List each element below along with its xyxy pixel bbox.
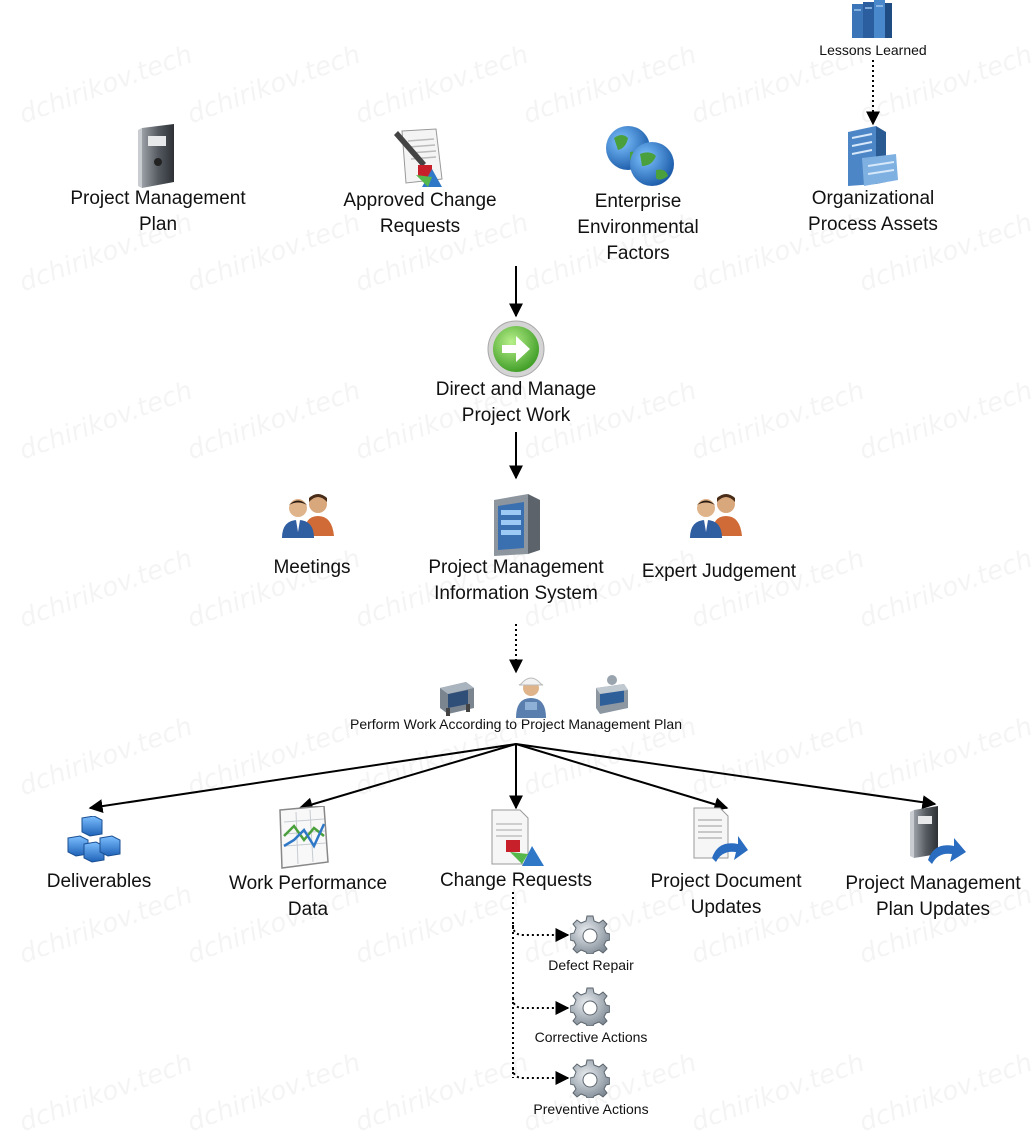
output-work-performance-label: Work Performance Data	[208, 871, 408, 923]
input-eef-label: Enterprise Environmental Factors	[548, 189, 728, 267]
label-line: Project Management	[428, 557, 604, 578]
tool-pmis-label: Project Management Information System	[406, 555, 626, 607]
gear-icon	[570, 915, 610, 954]
arrow-to-preventive	[512, 1067, 570, 1085]
go-arrow-icon	[487, 320, 545, 378]
lessons-learned-label: Lessons Learned	[819, 42, 927, 58]
arrow-to-corrective	[512, 997, 570, 1015]
people-icon	[282, 494, 334, 538]
perform-work-label: Perform Work According to Project Manage…	[349, 716, 682, 732]
output-plan-updates-label: Project Management Plan Updates	[828, 871, 1033, 923]
gear-icon	[570, 987, 610, 1026]
contract-change-icon	[394, 128, 443, 187]
worker-icon	[516, 677, 546, 718]
label-line: Information System	[434, 583, 598, 604]
chart-icon	[279, 806, 329, 869]
arrow-to-defect	[512, 924, 570, 942]
preventive-actions-label: Preventive Actions	[533, 1101, 649, 1117]
label-line: Work Performance	[228, 873, 388, 894]
label-line: Enterprise	[594, 191, 682, 212]
arrow-to-doc-updates	[515, 743, 729, 812]
label-line: Updates	[690, 897, 762, 918]
output-change-requests-label: Change Requests	[439, 870, 593, 891]
label-line: Plan Updates	[875, 899, 991, 920]
label-line: Project Management	[845, 873, 1021, 894]
label-line: Project Management	[70, 188, 246, 209]
arrow-to-plan-updates	[515, 743, 937, 810]
corrective-actions-label: Corrective Actions	[534, 1029, 648, 1045]
defect-repair-label: Defect Repair	[548, 957, 634, 973]
output-doc-updates-label: Project Document Updates	[626, 869, 826, 921]
label-line: Organizational	[811, 188, 935, 209]
gear-icon	[570, 1059, 610, 1098]
input-opa-label: Organizational Process Assets	[783, 186, 963, 238]
label-line: Project Work	[461, 405, 571, 426]
machine-icon	[596, 675, 628, 714]
document-change-icon	[491, 809, 544, 866]
label-line: Direct and Manage	[435, 379, 597, 400]
binder-icon	[138, 124, 174, 188]
process-label: Direct and Manage Project Work	[416, 377, 616, 429]
cubes-icon	[67, 816, 121, 863]
label-line: Approved Change	[343, 190, 497, 211]
label-line: Process Assets	[808, 214, 938, 235]
server-icon	[494, 494, 540, 556]
arrow-to-work-performance	[298, 743, 517, 812]
machine-icon	[440, 682, 474, 716]
building-icon	[848, 126, 898, 186]
people-icon	[690, 494, 742, 538]
globe-icon	[606, 126, 674, 186]
label-line: Plan	[138, 214, 178, 235]
tool-expert-judgement-label: Expert Judgement	[641, 561, 797, 582]
label-line: Project Document	[650, 871, 802, 892]
label-line: Factors	[606, 243, 670, 264]
document-update-icon	[693, 807, 748, 862]
input-approved-changes-label: Approved Change Requests	[320, 188, 520, 240]
label-line: Data	[287, 899, 329, 920]
output-deliverables-label: Deliverables	[46, 871, 152, 892]
books-icon	[852, 0, 892, 38]
tool-meetings-label: Meetings	[273, 557, 351, 578]
input-pm-plan-label: Project Management Plan	[58, 186, 258, 238]
label-line: Requests	[379, 216, 461, 237]
binder-update-icon	[910, 806, 966, 864]
label-line: Environmental	[577, 217, 699, 238]
arrow-to-deliverables	[88, 743, 517, 814]
